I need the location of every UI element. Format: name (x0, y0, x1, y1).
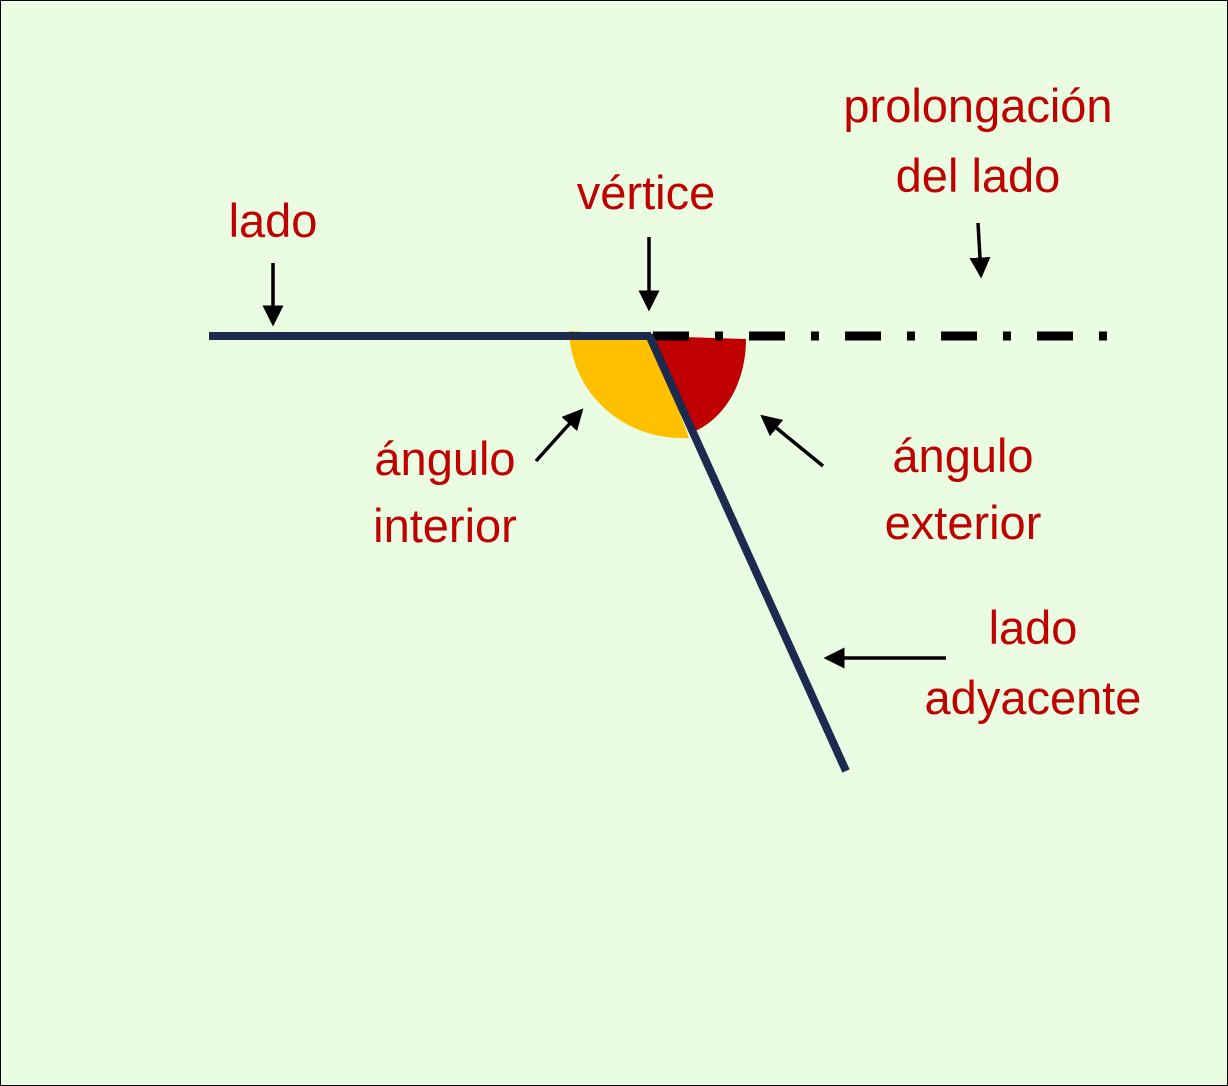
extension-label-line1: prolongación (843, 79, 1112, 132)
adjacent-side-label-line1: lado (989, 601, 1078, 654)
interior-angle-label-line2: interior (373, 499, 517, 552)
exterior-angle-arrow (760, 414, 825, 468)
adjacent-side-label-line2: adyacente (925, 671, 1142, 724)
extension-label-line2: del lado (896, 149, 1061, 202)
vertex-label: vértice (577, 166, 715, 219)
extension-arrow (969, 222, 991, 279)
exterior-angle (651, 336, 746, 433)
side-label: lado (229, 194, 318, 247)
interior-angle-label-line1: ángulo (374, 432, 515, 485)
interior-angle-arrow (534, 408, 584, 463)
exterior-angle-label-line2: exterior (885, 496, 1042, 549)
adjacent-side-line (645, 333, 850, 773)
exterior-angle-label-line1: ángulo (892, 429, 1033, 482)
